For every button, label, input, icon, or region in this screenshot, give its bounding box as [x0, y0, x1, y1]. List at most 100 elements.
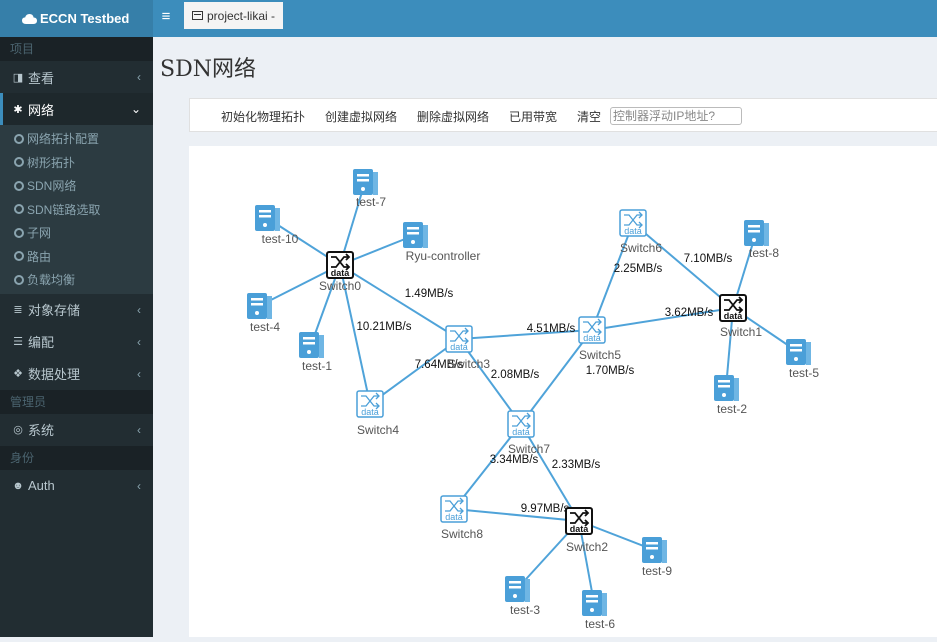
- sidebar-item-system[interactable]: ◎ 系统 ‹: [0, 414, 153, 446]
- node-label: Switch4: [357, 423, 399, 437]
- used-bandwidth-button[interactable]: 已用带宽: [509, 110, 558, 124]
- sidebar-item-data-processing[interactable]: ❖ 数据处理 ‹: [0, 358, 153, 390]
- host-node-test-7[interactable]: test-7: [353, 169, 386, 209]
- node-label: test-3: [510, 603, 540, 617]
- link-bandwidth-label: 2.33MB/s: [552, 459, 601, 471]
- submenu-item-load-balancer[interactable]: 负载均衡: [0, 268, 153, 292]
- host-node-test-2[interactable]: test-2: [714, 375, 747, 416]
- host-node-ryu-controller[interactable]: Ryu-controller: [403, 222, 480, 263]
- project-dropdown[interactable]: project-likai -: [184, 2, 284, 29]
- clear-button[interactable]: 清空: [577, 110, 602, 124]
- submenu-item-subnet[interactable]: 子网: [0, 221, 153, 245]
- network-switch-icon: data: [356, 390, 384, 418]
- menu-toggle-icon[interactable]: ≡: [161, 8, 171, 25]
- server-icon: [255, 205, 280, 231]
- server-icon: [714, 375, 739, 401]
- link-bandwidth-label: 3.62MB/s: [665, 307, 714, 319]
- node-label: test-9: [642, 564, 672, 578]
- network-switch-icon: data: [507, 410, 535, 438]
- network-switch-icon: data: [440, 495, 468, 523]
- sidebar-header-admin: 管理员: [0, 389, 153, 414]
- link-Switch3-Switch7: [458, 338, 522, 425]
- server-icon: [299, 332, 324, 358]
- link-bandwidth-label: 7.10MB/s: [684, 253, 733, 265]
- sidebar: 项目 ◨ 查看 ‹ ✱ 网络 ⌄ 网络拓扑配置 树形拓扑 SDN网络 SDN链路…: [0, 37, 153, 637]
- network-switch-icon: data: [445, 325, 473, 353]
- node-label: Ryu-controller: [406, 249, 481, 263]
- host-node-test-4[interactable]: test-4: [247, 293, 280, 334]
- server-icon: [582, 590, 607, 616]
- host-node-test-10[interactable]: test-10: [255, 205, 299, 246]
- node-label: test-8: [749, 246, 779, 260]
- chevron-left-icon: ‹: [137, 302, 141, 317]
- link-bandwidth-label: 7.64MB/s: [415, 359, 464, 371]
- submenu-item-tree-topology[interactable]: 树形拓扑: [0, 151, 153, 175]
- controller-ip-input[interactable]: [610, 107, 742, 125]
- link-Switch5-Switch1: [591, 307, 734, 331]
- node-label: Switch2: [566, 540, 608, 554]
- circle-icon: [14, 157, 24, 168]
- sidebar-header-project: 项目: [0, 37, 153, 61]
- cubes-icon: ❖: [13, 368, 23, 380]
- host-node-test-6[interactable]: test-6: [582, 590, 615, 631]
- host-node-test-5[interactable]: test-5: [786, 339, 819, 380]
- link-bandwidth-label: 9.97MB/s: [521, 503, 570, 515]
- host-node-test-9[interactable]: test-9: [642, 537, 672, 578]
- link-bandwidth-label: 4.51MB/s: [527, 323, 576, 335]
- switch-data-text: data: [583, 333, 601, 343]
- host-node-test-8[interactable]: test-8: [744, 220, 779, 260]
- sidebar-item-label: 系统: [28, 423, 55, 438]
- submenu-item-sdn-link-select[interactable]: SDN链路选取: [0, 198, 153, 222]
- create-virtual-network-button[interactable]: 创建虚拟网络: [325, 110, 398, 124]
- submenu-item-topology-config[interactable]: 网络拓扑配置: [0, 127, 153, 151]
- node-label: Switch7: [508, 442, 550, 456]
- sidebar-item-orchestration[interactable]: ☰ 编配 ‹: [0, 326, 153, 358]
- link-Switch3-Switch4: [369, 338, 460, 405]
- switch-data-text: data: [570, 524, 590, 534]
- sidebar-item-view[interactable]: ◨ 查看 ‹: [0, 61, 153, 93]
- chevron-left-icon: ‹: [137, 478, 141, 493]
- sidebar-item-object-storage[interactable]: ≣ 对象存储 ‹: [0, 294, 153, 326]
- link-Switch0-Switch3: [339, 264, 460, 340]
- init-physical-topology-button[interactable]: 初始化物理拓扑: [221, 110, 306, 124]
- link-bandwidth-label: 1.49MB/s: [405, 288, 454, 300]
- switch-data-text: data: [624, 226, 642, 236]
- delete-virtual-network-button[interactable]: 删除虚拟网络: [417, 110, 490, 124]
- submenu-label: 子网: [27, 226, 52, 241]
- brand-logo[interactable]: ECCN Testbed: [0, 0, 153, 37]
- node-label: Switch1: [720, 325, 762, 339]
- host-node-test-3[interactable]: test-3: [505, 576, 540, 617]
- chevron-left-icon: ‹: [137, 70, 141, 84]
- sidebar-item-label: 编配: [28, 335, 55, 350]
- host-node-test-1[interactable]: test-1: [299, 332, 332, 373]
- sidebar-item-label: 查看: [28, 70, 55, 86]
- node-label: test-2: [717, 402, 747, 416]
- submenu-label: SDN链路选取: [27, 202, 101, 217]
- sidebar-item-label: 对象存储: [28, 303, 81, 318]
- circle-icon: [14, 204, 24, 215]
- sidebar-item-network[interactable]: ✱ 网络 ⌄: [0, 93, 153, 125]
- switch-data-text: data: [450, 342, 468, 352]
- submenu-item-sdn-network[interactable]: SDN网络: [0, 174, 153, 198]
- link-Switch5-Switch7: [520, 329, 593, 425]
- sidebar-item-auth[interactable]: ☻ Auth ‹: [0, 470, 153, 502]
- server-icon: [505, 576, 530, 602]
- circle-icon: [14, 227, 24, 238]
- submenu-label: 树形拓扑: [27, 155, 76, 170]
- node-label: Switch6: [620, 241, 662, 255]
- submenu-label: 路由: [27, 249, 52, 264]
- server-icon: [353, 169, 378, 195]
- link-Switch6-Switch1: [632, 222, 734, 309]
- page-title: SDN网络: [160, 57, 256, 82]
- submenu-item-router[interactable]: 路由: [0, 245, 153, 269]
- topology-graph: 1.49MB/s10.21MB/s7.64MB/s4.51MB/s2.08MB/…: [247, 169, 819, 631]
